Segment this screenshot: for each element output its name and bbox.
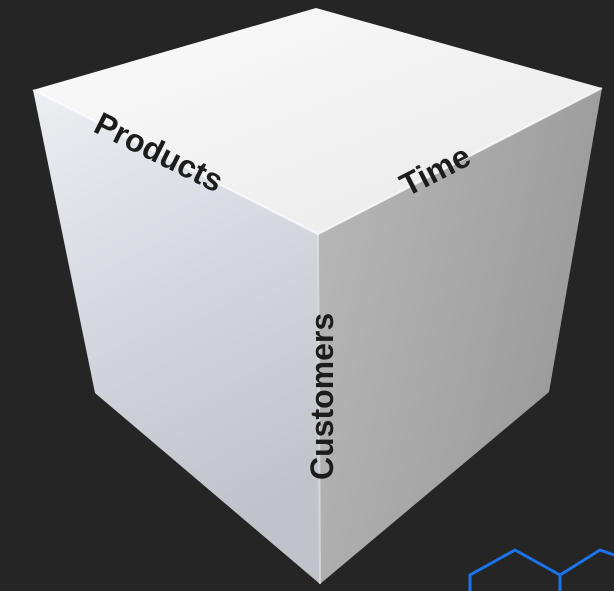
cube-top-edges [32, 87, 603, 236]
cube-right-face [318, 88, 602, 584]
cube-front-edge [317, 233, 321, 585]
customers-axis-label: Customers [304, 313, 340, 480]
hexagon-outline-icon [468, 548, 614, 591]
cube-left-face [33, 90, 320, 584]
cube-top-face [33, 8, 602, 234]
